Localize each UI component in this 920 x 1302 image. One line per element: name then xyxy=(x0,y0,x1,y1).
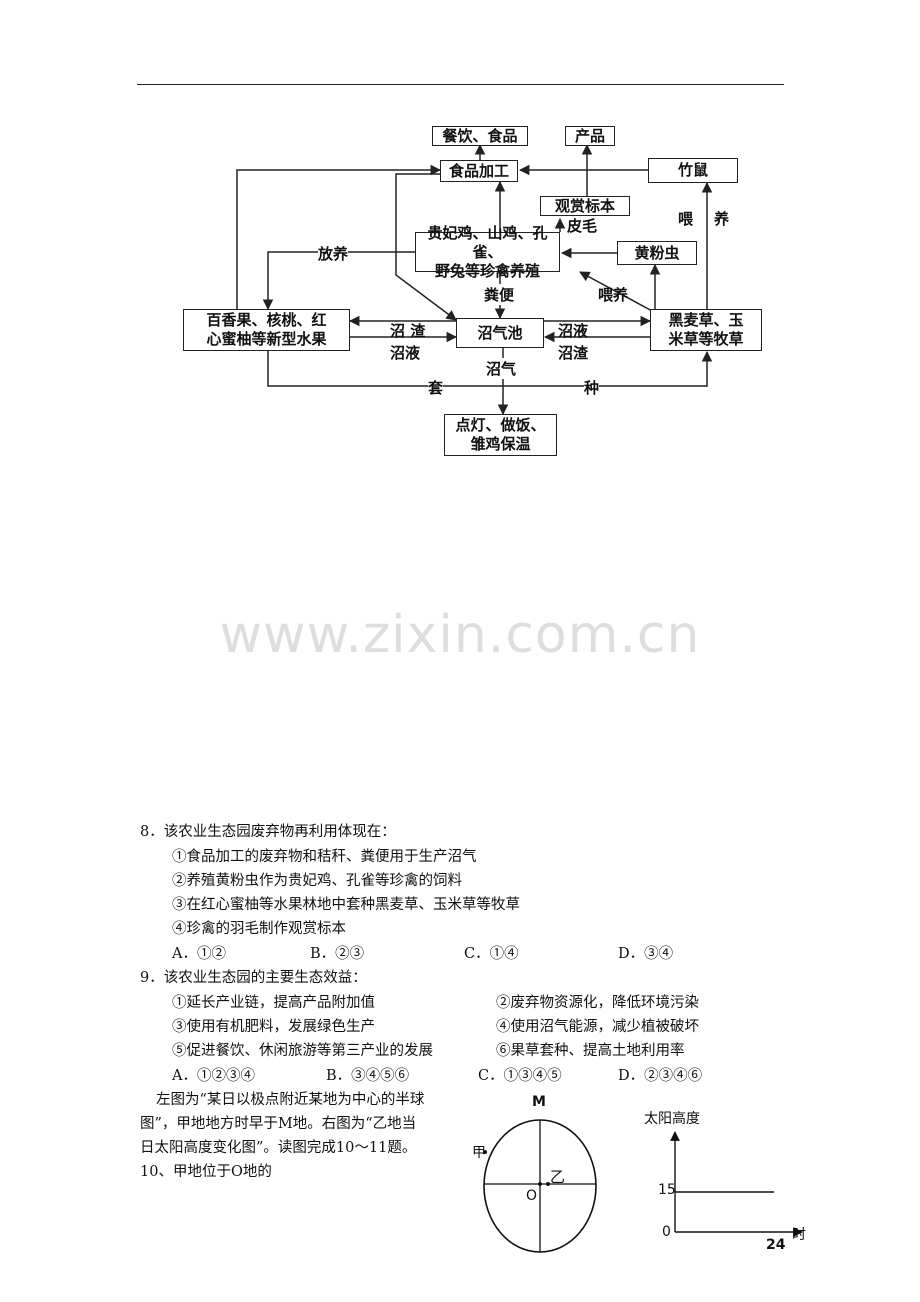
arrow-fruit-to-processing xyxy=(236,164,442,311)
label-residue-left: 沼 渣 xyxy=(390,322,426,340)
intro-line-3: 日太阳高度变化图”。读图完成10～11题。 xyxy=(140,1140,417,1156)
chart-x-unit: 时 xyxy=(792,1227,806,1243)
q9-option-b: B．③④⑤⑥ xyxy=(326,1068,410,1084)
q8-item-1: ①食品加工的废弃物和秸秆、粪便用于生产沼气 xyxy=(172,849,477,865)
q9-item-1: ①延长产业链，提高产品附加值 xyxy=(172,995,375,1011)
q10-stem: 10、甲地位于O地的 xyxy=(140,1164,272,1180)
node-uses-line2: 雏鸡保温 xyxy=(470,435,531,453)
node-biogas-pool: 沼气池 xyxy=(456,318,544,348)
intro-line-1: 左图为“某日以极点附近某地为中心的半球 xyxy=(156,1092,425,1108)
node-catering: 餐饮、食品 xyxy=(432,126,528,146)
node-fur: 皮毛 xyxy=(567,217,598,235)
point-yi xyxy=(546,1182,550,1186)
chart-origin-0: 0 xyxy=(662,1224,671,1240)
label-slurry-left: 沼液 xyxy=(390,344,421,362)
globe-label-jia: 甲 xyxy=(472,1145,486,1161)
label-manure: 粪便 xyxy=(484,284,515,305)
q9-option-d: D．②③④⑥ xyxy=(618,1068,703,1084)
q8-item-2: ②养殖黄粉虫作为贵妃鸡、孔雀等珍禽的饲料 xyxy=(172,873,462,889)
node-specimen: 观赏标本 xyxy=(540,196,630,216)
q9-item-2: ②废弃物资源化，降低环境污染 xyxy=(496,995,699,1011)
q9-option-a: A．①②③④ xyxy=(172,1068,255,1084)
q8-option-d: D．③④ xyxy=(618,946,674,962)
label-residue-right: 沼渣 xyxy=(558,344,589,362)
node-fruit-line1: 百香果、核桃、红 xyxy=(206,311,327,329)
q9-option-c: C．①③④⑤ xyxy=(478,1068,562,1084)
point-o xyxy=(538,1182,542,1186)
point-jia xyxy=(483,1150,487,1154)
node-forage-line1: 黑麦草、玉 xyxy=(668,311,744,329)
q8-stem: 8．该农业生态园废弃物再利用体现在： xyxy=(140,824,396,840)
q9-item-6: ⑥果草套种、提高土地利用率 xyxy=(496,1043,685,1059)
q8-option-b: B．②③ xyxy=(310,946,365,962)
q9-item-5: ⑤促进餐饮、休闲旅游等第三产业的发展 xyxy=(172,1043,433,1059)
label-feed-left: 喂养 xyxy=(598,286,629,304)
node-poultry-line2: 野兔等珍禽养殖 xyxy=(434,261,540,280)
node-bamboo-rat: 竹鼠 xyxy=(648,158,738,183)
q9-stem: 9．该农业生态园的主要生态效益： xyxy=(140,970,367,986)
label-feed-right2: 养 xyxy=(714,208,730,229)
sun-altitude-chart xyxy=(670,1131,803,1237)
intro-line-2: 图”，甲地地方时早于M地。右图为“乙地当 xyxy=(140,1116,417,1132)
node-mealworm: 黄粉虫 xyxy=(617,241,697,265)
watermark: www.zixin.com.cn xyxy=(219,605,701,665)
node-poultry-line1: 贵妃鸡、山鸡、孔雀、 xyxy=(427,223,548,261)
chart-x-tick-24: 24 xyxy=(766,1237,786,1253)
chart-y-tick-15: 15 xyxy=(658,1182,676,1198)
node-product: 产品 xyxy=(565,126,615,146)
q8-item-4: ④珍禽的羽毛制作观赏标本 xyxy=(172,921,346,937)
globe-label-m: M xyxy=(532,1094,546,1110)
node-forage: 黑麦草、玉 米草等牧草 xyxy=(650,309,762,351)
q9-item-3: ③使用有机肥料，发展绿色生产 xyxy=(172,1019,375,1035)
q8-option-c: C．①④ xyxy=(464,946,519,962)
arrow-waste-to-biogas xyxy=(395,173,457,321)
label-feed-right: 喂 xyxy=(678,208,694,229)
q8-item-3: ③在红心蜜柚等水果林地中套种黑麦草、玉米草等牧草 xyxy=(172,897,520,913)
label-intercrop-1: 套 xyxy=(428,377,444,398)
node-forage-line2: 米草等牧草 xyxy=(668,330,744,348)
arrow-intercrop xyxy=(267,350,713,387)
arrow-forage-to-poultry xyxy=(579,271,655,313)
chart-y-title: 太阳高度 xyxy=(644,1111,700,1127)
header-rule xyxy=(137,84,784,85)
label-free-range: 放养 xyxy=(318,243,349,264)
node-uses: 点灯、做饭、 雏鸡保温 xyxy=(444,414,557,456)
node-fruit: 百香果、核桃、红 心蜜柚等新型水果 xyxy=(183,309,350,351)
node-uses-line1: 点灯、做饭、 xyxy=(455,416,546,434)
q8-option-a: A．①② xyxy=(172,946,226,962)
arrow-free-range xyxy=(262,251,415,311)
q9-item-4: ④使用沼气能源，减少植被破坏 xyxy=(496,1019,699,1035)
label-intercrop-2: 种 xyxy=(584,377,600,398)
label-biogas: 沼气 xyxy=(486,358,517,379)
globe-label-yi: 乙 xyxy=(550,1168,566,1186)
node-food-processing: 食品加工 xyxy=(440,160,518,182)
hemisphere-figure xyxy=(483,1119,597,1253)
node-fruit-line2: 心蜜柚等新型水果 xyxy=(206,330,327,348)
label-slurry-right: 沼液 xyxy=(558,322,589,340)
globe-label-o: O xyxy=(526,1188,538,1204)
node-poultry: 贵妃鸡、山鸡、孔雀、 野兔等珍禽养殖 xyxy=(415,224,560,280)
